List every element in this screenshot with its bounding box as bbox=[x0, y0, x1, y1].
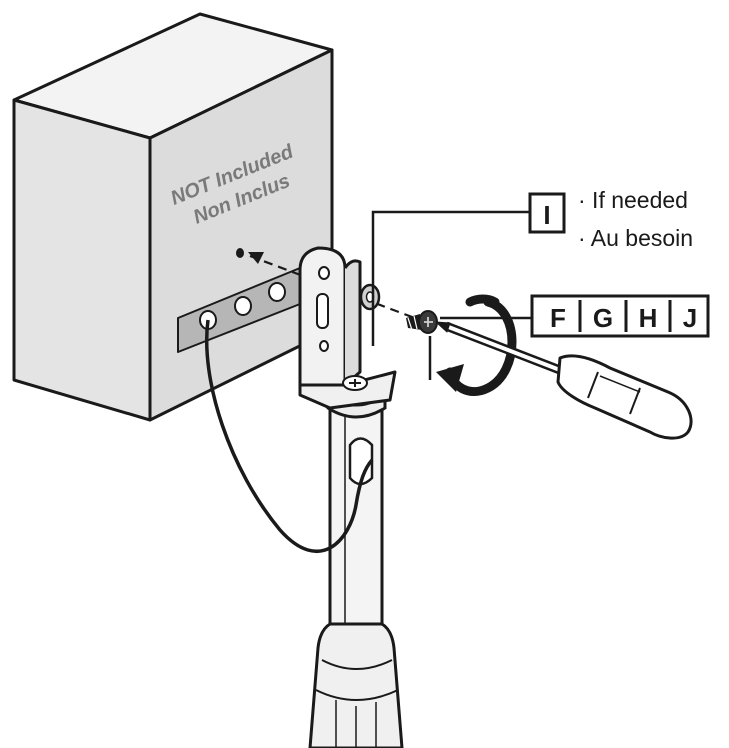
callout-code-f: F bbox=[550, 303, 566, 333]
callout-i: I · If needed · Au besoin bbox=[528, 187, 693, 251]
port-circle bbox=[234, 296, 252, 316]
l-bracket bbox=[298, 246, 397, 410]
connector-ports bbox=[199, 282, 286, 330]
connection-cable bbox=[204, 319, 374, 554]
screw-icon bbox=[406, 310, 438, 334]
lower-pole bbox=[308, 622, 404, 748]
arrow-icon bbox=[248, 252, 264, 264]
callout-fghij-box bbox=[530, 294, 710, 338]
callout-code-g: G bbox=[593, 303, 613, 333]
callout-code-j: J bbox=[683, 303, 697, 333]
callout-code-h: H bbox=[639, 303, 658, 333]
bracket-slot bbox=[316, 293, 329, 329]
washer-icon bbox=[359, 283, 381, 311]
bracket-hole bbox=[318, 266, 330, 280]
device-box bbox=[12, 12, 334, 422]
callout-i-code: I bbox=[543, 200, 550, 230]
box-front-face bbox=[12, 98, 152, 422]
callout-i-box bbox=[528, 192, 566, 234]
cable-slot bbox=[348, 437, 374, 486]
au-besoin-text: · Au besoin bbox=[578, 225, 693, 251]
screwdriver-icon bbox=[435, 321, 693, 440]
mount-hole bbox=[236, 248, 244, 258]
port-circle bbox=[268, 282, 286, 302]
bracket-hole bbox=[319, 340, 329, 352]
callout-fghij: F G H J bbox=[530, 294, 710, 338]
rotation-arrow-icon bbox=[436, 294, 517, 397]
leader-line-i bbox=[371, 210, 530, 346]
if-needed-text: · If needed bbox=[578, 187, 688, 213]
